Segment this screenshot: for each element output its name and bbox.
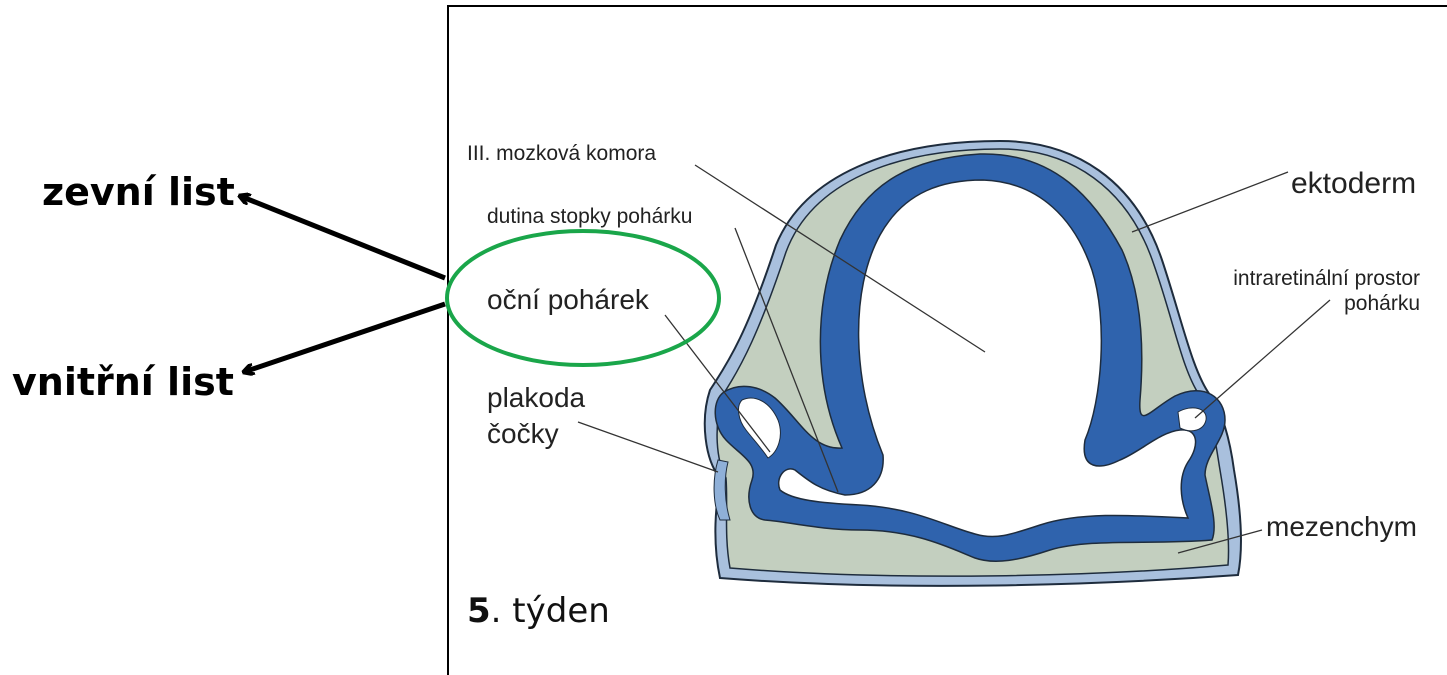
leader-intraretinal bbox=[1194, 299, 1331, 419]
leader-lines bbox=[577, 164, 1331, 554]
label-intraretinal-line1: intraretinální prostor bbox=[1233, 267, 1420, 290]
callout-outer-layer: zevní list bbox=[42, 170, 235, 214]
leader-ectoderm bbox=[1131, 171, 1289, 233]
intraretinal-space bbox=[1177, 407, 1207, 432]
lens-placode bbox=[713, 459, 731, 521]
leader-optic-cup bbox=[664, 314, 771, 453]
label-mesenchyme: mezenchym bbox=[1266, 511, 1417, 542]
week-text: . týden bbox=[491, 591, 610, 631]
ventricle-cavity bbox=[778, 179, 1197, 538]
label-stalk-cavity: dutina stopky pohárku bbox=[487, 205, 692, 228]
leader-mesenchyme bbox=[1177, 529, 1263, 554]
week-caption: 5. týden bbox=[467, 591, 610, 631]
optic-cup-inner-space bbox=[738, 397, 781, 459]
optic-cup-highlight-ellipse bbox=[445, 229, 721, 367]
label-ectoderm: ektoderm bbox=[1291, 167, 1416, 200]
callout-inner-layer: vnitřní list bbox=[12, 360, 234, 404]
week-number: 5 bbox=[467, 591, 491, 631]
arrow-outer-layer bbox=[240, 196, 446, 281]
leader-placode bbox=[577, 421, 719, 473]
label-intraretinal-line2: pohárku bbox=[1344, 292, 1420, 315]
leader-stalk bbox=[734, 227, 839, 493]
label-ventricle: III. mozková komora bbox=[467, 142, 656, 165]
leader-ventricle bbox=[694, 164, 986, 353]
label-placode-line2: čočky bbox=[487, 418, 559, 449]
figure-frame bbox=[447, 5, 1447, 675]
label-placode-line1: plakoda bbox=[487, 382, 586, 413]
arrow-inner-layer bbox=[244, 301, 446, 372]
label-optic-cup: oční pohárek bbox=[487, 284, 650, 315]
